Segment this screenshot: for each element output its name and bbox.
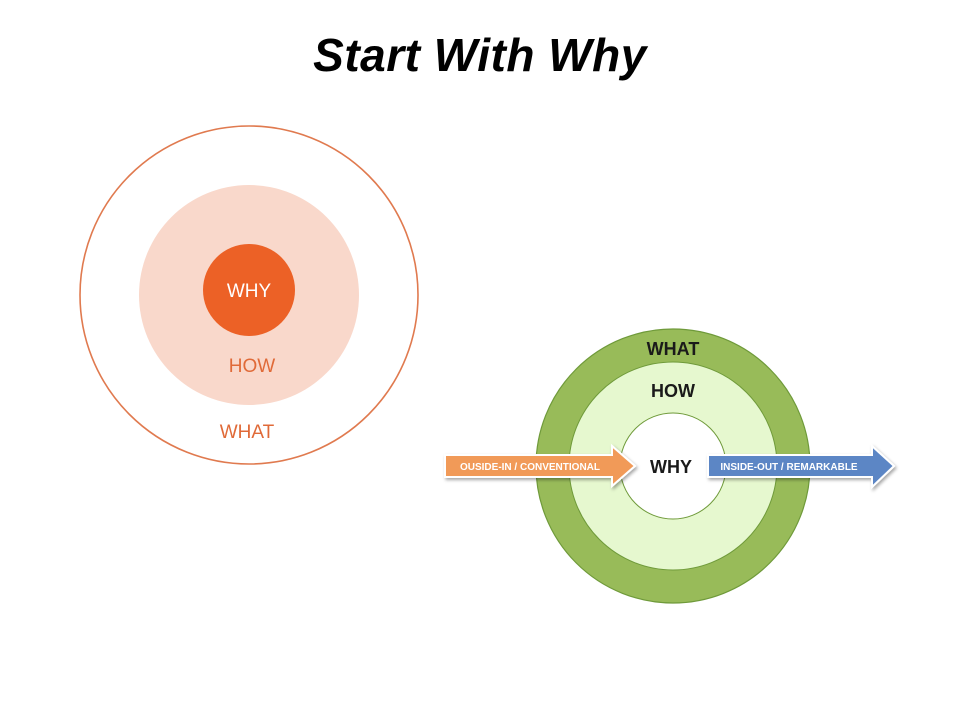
orange-how-label: HOW: [229, 356, 276, 377]
orange-center-circle: [203, 244, 295, 336]
orange-what-label: WHAT: [220, 422, 275, 443]
slide-title: Start With Why: [313, 29, 647, 81]
green-what-label: WHAT: [647, 339, 700, 359]
green-how-label: HOW: [651, 381, 695, 401]
inside-out-arrow-label: INSIDE-OUT / REMARKABLE: [720, 462, 858, 473]
outside-in-arrow-label: OUSIDE-IN / CONVENTIONAL: [460, 462, 600, 473]
green-why-label: WHY: [650, 457, 692, 477]
outside-in-arrow: OUSIDE-IN / CONVENTIONAL: [444, 443, 637, 489]
golden-circle-orange: WHY HOW WHAT: [79, 125, 419, 465]
golden-circle-green: WHAT HOW WHY: [535, 328, 811, 604]
inside-out-arrow-shape: [707, 443, 896, 490]
inside-out-arrow: INSIDE-OUT / REMARKABLE: [707, 443, 896, 490]
orange-why-label: WHY: [227, 281, 272, 302]
outside-in-arrow-shape: [444, 443, 637, 489]
